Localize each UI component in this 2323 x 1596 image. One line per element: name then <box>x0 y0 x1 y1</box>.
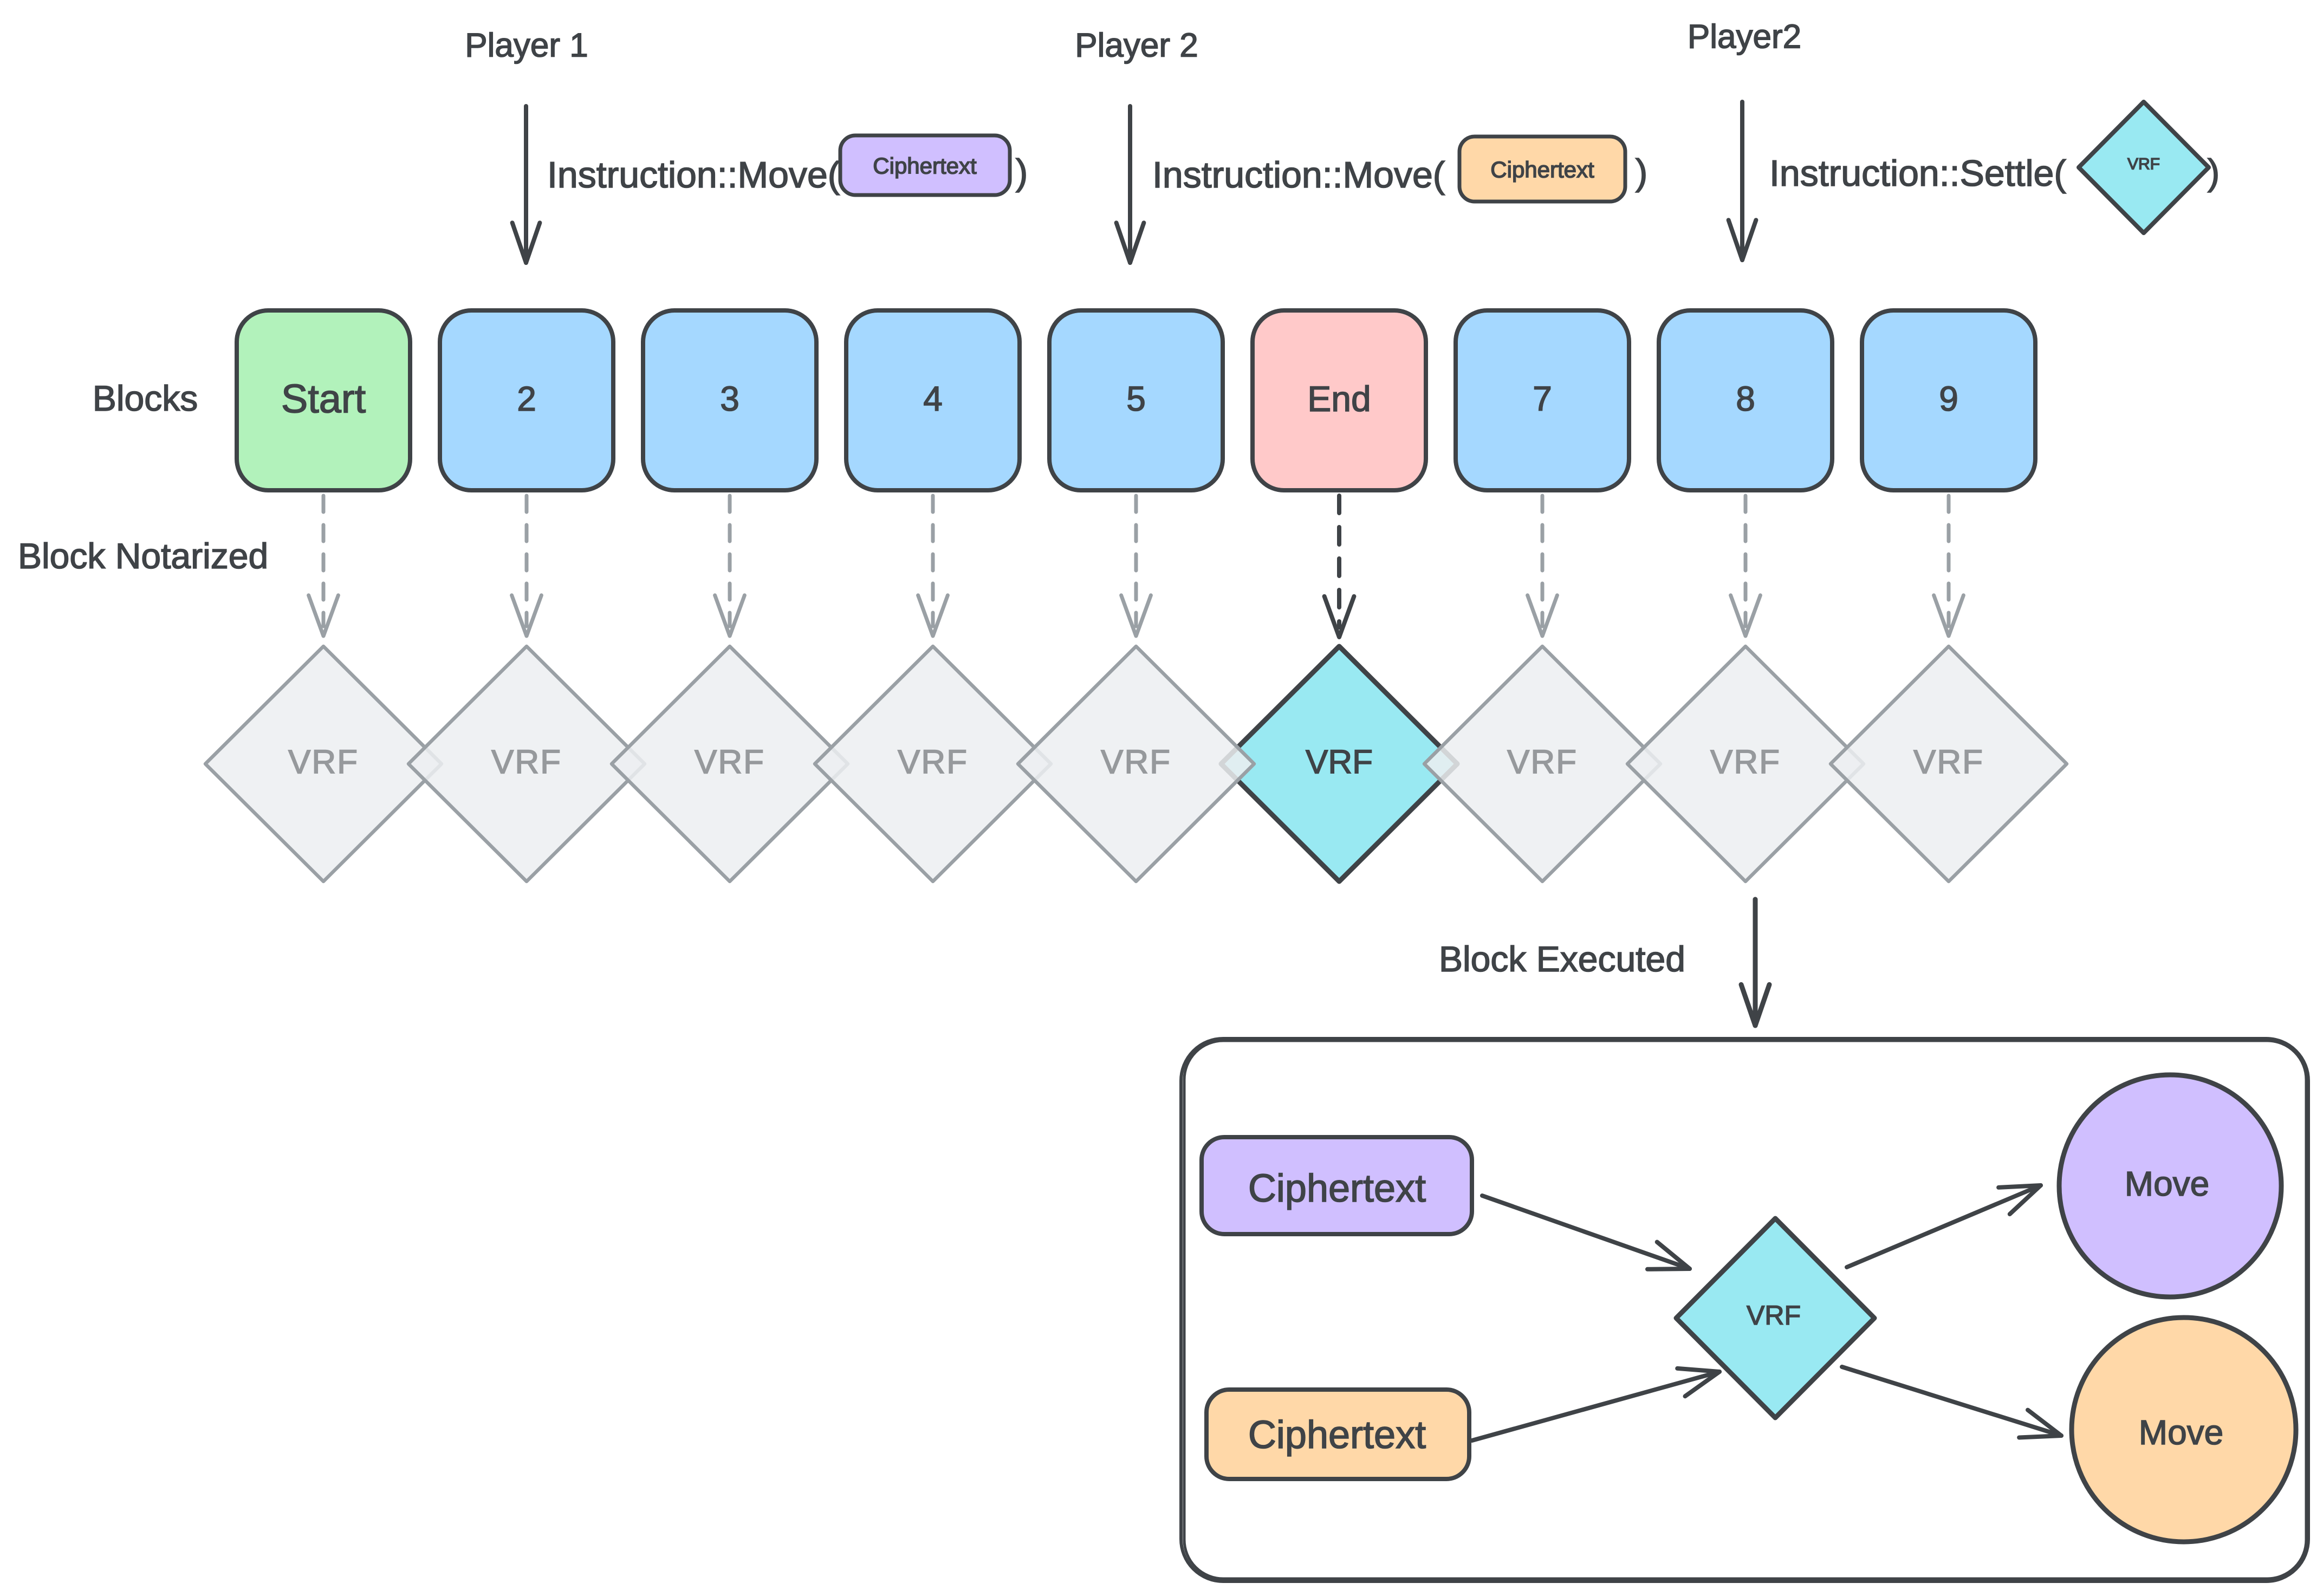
svg-text:Instruction::Move(: Instruction::Move( <box>1152 154 1445 196</box>
svg-text:Ciphertext: Ciphertext <box>1248 1413 1426 1457</box>
svg-text:): ) <box>2208 152 2220 193</box>
svg-text:VRF: VRF <box>1913 744 1984 781</box>
svg-text:Block Executed: Block Executed <box>1439 939 1685 979</box>
svg-text:5: 5 <box>1126 379 1146 418</box>
svg-text:Player2: Player2 <box>1688 18 1801 56</box>
svg-text:Block Notarized: Block Notarized <box>18 536 268 576</box>
svg-text:VRF: VRF <box>1507 744 1578 781</box>
svg-text:VRF: VRF <box>898 744 968 781</box>
svg-text:Player 2: Player 2 <box>1075 27 1198 64</box>
svg-text:VRF: VRF <box>695 744 765 781</box>
svg-text:End: End <box>1307 379 1371 419</box>
svg-text:Instruction::Move(: Instruction::Move( <box>547 154 840 196</box>
svg-text:VRF: VRF <box>1710 744 1781 781</box>
svg-text:Instruction::Settle(: Instruction::Settle( <box>1769 153 2066 194</box>
svg-text:VRF: VRF <box>1747 1300 1801 1331</box>
svg-text:Move: Move <box>2125 1164 2210 1203</box>
svg-text:VRF: VRF <box>1306 744 1373 781</box>
svg-text:Ciphertext: Ciphertext <box>873 153 977 179</box>
svg-text:7: 7 <box>1533 379 1552 418</box>
svg-text:VRF: VRF <box>1101 744 1171 781</box>
svg-text:4: 4 <box>923 379 943 418</box>
svg-text:VRF: VRF <box>491 744 562 781</box>
svg-text:VRF: VRF <box>2127 155 2160 173</box>
svg-text:Move: Move <box>2139 1413 2224 1452</box>
svg-text:Start: Start <box>281 377 366 421</box>
svg-text:2: 2 <box>517 379 536 418</box>
svg-text:VRF: VRF <box>288 744 359 781</box>
svg-text:): ) <box>1016 152 1028 193</box>
svg-text:): ) <box>1636 152 1648 193</box>
svg-text:Blocks: Blocks <box>93 378 198 418</box>
svg-text:3: 3 <box>720 379 739 418</box>
svg-text:Player 1: Player 1 <box>465 27 588 64</box>
svg-text:Ciphertext: Ciphertext <box>1490 157 1594 183</box>
svg-text:Ciphertext: Ciphertext <box>1248 1167 1426 1210</box>
svg-text:8: 8 <box>1736 379 1755 418</box>
svg-text:9: 9 <box>1939 379 1958 418</box>
